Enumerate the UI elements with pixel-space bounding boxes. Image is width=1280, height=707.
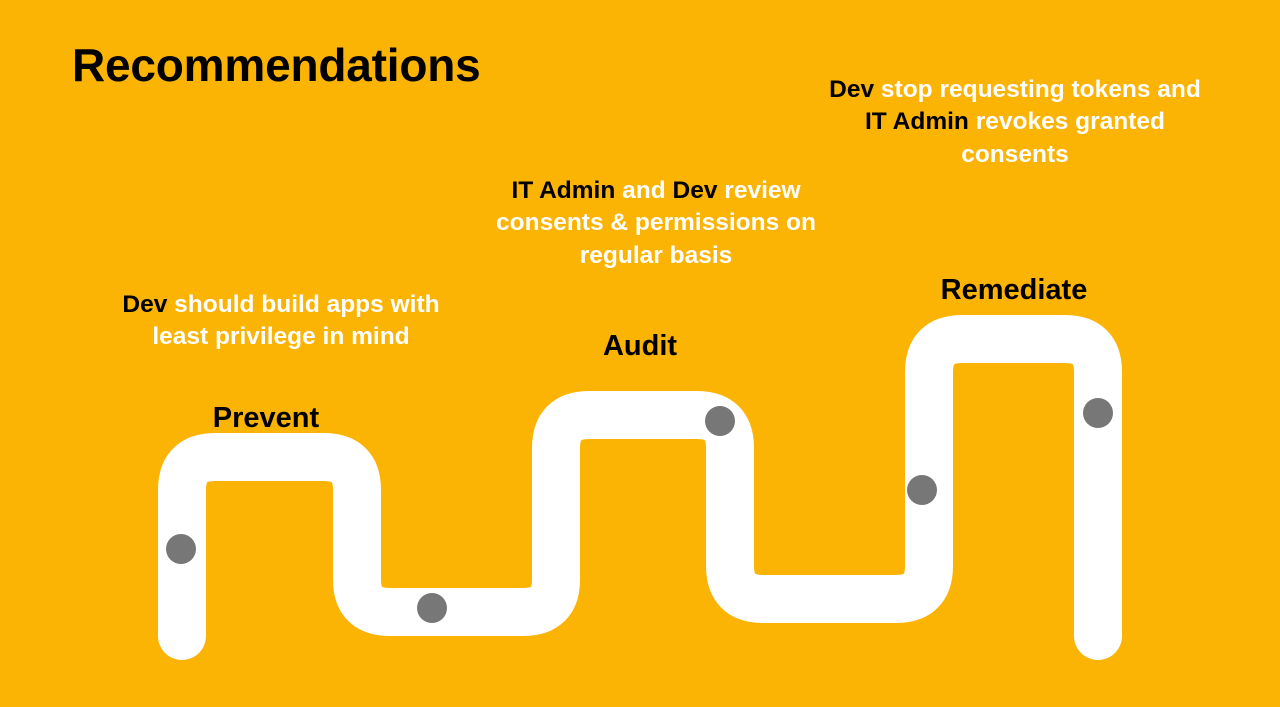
callout-segment-role: IT Admin: [511, 177, 623, 204]
journey-path-stroke: [158, 315, 1122, 660]
callout-segment-body: stop requesting tokens and: [880, 76, 1201, 103]
journey-markers: [166, 398, 1113, 623]
callout-segment-body: should build apps with least privilege i…: [152, 291, 440, 351]
journey-marker-dot: [1083, 398, 1113, 428]
callout-segment-body: and: [622, 177, 673, 204]
journey-marker-dot: [417, 593, 447, 623]
journey-marker-dot: [705, 406, 735, 436]
callout-segment-body: review consents & permissions on regular…: [496, 177, 816, 269]
callout-segment-role: Dev: [122, 291, 175, 318]
stage-label-remediate: Remediate: [940, 274, 1088, 306]
journey-marker-dot: [166, 534, 196, 564]
prevent-callout: Dev should build apps with least privile…: [92, 289, 470, 354]
journey-marker-dot: [907, 475, 937, 505]
callout-segment-role: IT Admin: [865, 108, 976, 136]
audit-callout: IT Admin and Dev review consents & permi…: [470, 175, 842, 272]
callout-segment-role: Dev: [672, 177, 725, 204]
stage-label-prevent: Prevent: [212, 402, 320, 434]
callout-segment-role: Dev: [829, 76, 881, 103]
remediate-callout: Dev stop requesting tokens and IT Admin …: [828, 74, 1202, 171]
stage-label-audit: Audit: [602, 330, 678, 362]
page-title: Recommendations: [72, 39, 481, 91]
callout-segment-body: revokes granted consents: [961, 108, 1165, 168]
